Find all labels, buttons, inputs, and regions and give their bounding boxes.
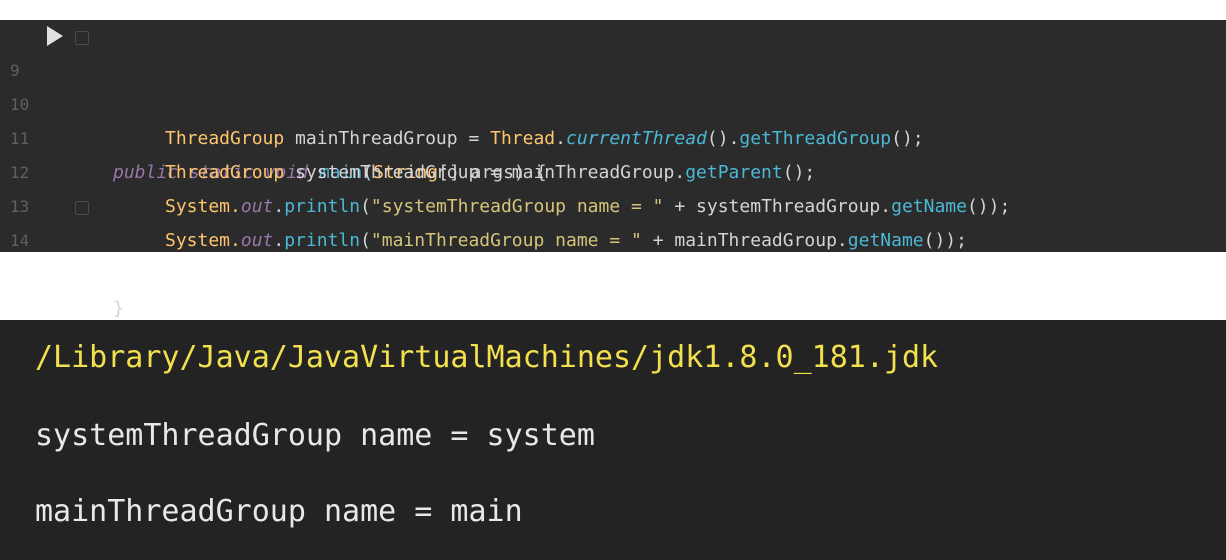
code-token: . bbox=[555, 128, 566, 149]
code-token: getName bbox=[891, 196, 967, 217]
code-token: ( bbox=[360, 196, 371, 217]
code-text: System.out.println("systemThreadGroup na… bbox=[165, 190, 1010, 224]
fold-icon[interactable] bbox=[75, 201, 89, 215]
code-token: println bbox=[284, 230, 361, 251]
code-token: + mainThreadGroup. bbox=[641, 230, 848, 251]
code-editor[interactable]: 9 public static void main(String[] args)… bbox=[0, 20, 1226, 319]
code-token: main bbox=[318, 162, 363, 183]
code-token: ()); bbox=[923, 230, 967, 251]
code-token: . bbox=[273, 196, 285, 217]
code-line[interactable]: 14 } bbox=[0, 190, 1226, 319]
code-token: ThreadGroup bbox=[165, 162, 285, 183]
code-line[interactable]: 11 ThreadGroup systemThreadGroup = mainT… bbox=[0, 88, 1226, 183]
line-number: 14 bbox=[10, 231, 30, 250]
code-token: System. bbox=[165, 196, 241, 217]
code-token: } bbox=[113, 298, 124, 319]
code-token: out bbox=[240, 196, 274, 217]
line-number: 12 bbox=[10, 163, 30, 182]
code-token: mainThreadGroup = bbox=[284, 128, 491, 149]
code-token: (). bbox=[706, 128, 740, 149]
code-token: System. bbox=[165, 230, 241, 251]
code-token: getName bbox=[847, 230, 924, 251]
code-token: ( bbox=[360, 230, 371, 251]
code-token: String bbox=[373, 162, 439, 183]
code-token: systemThreadGroup = mainThreadGroup. bbox=[284, 162, 686, 183]
console-output-line: mainThreadGroup name = main bbox=[35, 494, 523, 529]
code-text: } bbox=[113, 292, 124, 326]
code-line[interactable]: 13 System.out.println("mainThreadGroup n… bbox=[0, 156, 1226, 251]
code-token: (); bbox=[891, 128, 924, 149]
code-token: Thread bbox=[490, 128, 556, 149]
code-text: System.out.println("mainThreadGroup name… bbox=[165, 224, 967, 258]
code-token: + systemThreadGroup. bbox=[663, 196, 892, 217]
code-token: out bbox=[240, 230, 274, 251]
line-number: 9 bbox=[10, 61, 20, 80]
code-token: currentThread bbox=[566, 128, 707, 149]
code-token: println bbox=[284, 196, 361, 217]
code-token: ()); bbox=[966, 196, 1011, 217]
line-number: 11 bbox=[10, 129, 30, 148]
code-token: (); bbox=[782, 162, 816, 183]
code-line[interactable]: 9 public static void main(String[] args)… bbox=[0, 20, 1226, 183]
code-line[interactable]: 10 ThreadGroup mainThreadGroup = Thread.… bbox=[0, 54, 1226, 149]
play-icon[interactable] bbox=[47, 26, 63, 46]
fold-icon[interactable] bbox=[75, 31, 89, 45]
code-text: ThreadGroup mainThreadGroup = Thread.cur… bbox=[165, 122, 924, 156]
console-output[interactable]: /Library/Java/JavaVirtualMachines/jdk1.8… bbox=[0, 320, 1226, 560]
code-token: public static void bbox=[113, 162, 309, 183]
code-token: "systemThreadGroup name = " bbox=[370, 196, 664, 217]
code-token: ( bbox=[362, 162, 374, 183]
code-token: [] args) { bbox=[438, 162, 547, 183]
code-token: "mainThreadGroup name = " bbox=[370, 230, 642, 251]
code-token: getThreadGroup bbox=[739, 128, 892, 149]
code-token: getParent bbox=[685, 162, 783, 183]
code-text: ThreadGroup systemThreadGroup = mainThre… bbox=[165, 156, 815, 190]
code-token: . bbox=[273, 230, 285, 251]
code-text: public static void main(String[] args) { bbox=[113, 156, 547, 190]
code-token: ThreadGroup bbox=[165, 128, 285, 149]
line-number: 13 bbox=[10, 197, 30, 216]
console-output-line: systemThreadGroup name = system bbox=[35, 418, 595, 453]
console-command-line: /Library/Java/JavaVirtualMachines/jdk1.8… bbox=[35, 340, 939, 375]
code-line[interactable]: 12 System.out.println("systemThreadGroup… bbox=[0, 122, 1226, 217]
line-number: 10 bbox=[10, 95, 30, 114]
